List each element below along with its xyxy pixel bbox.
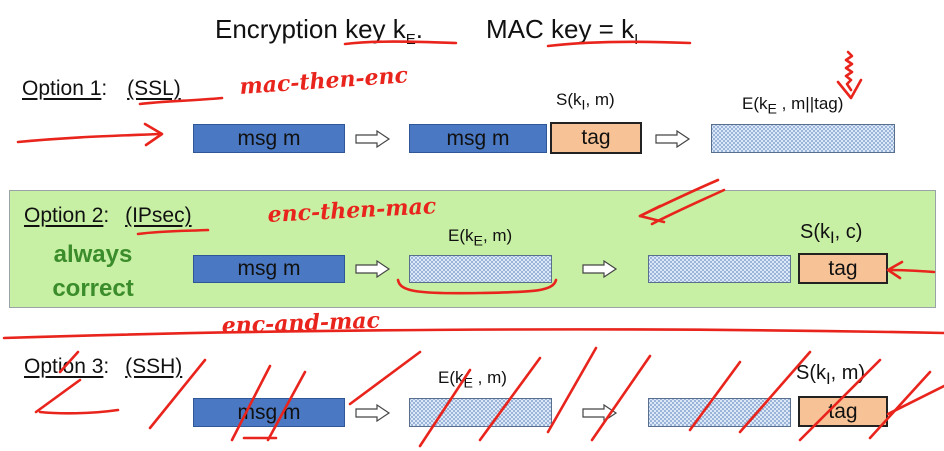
option3-enc-end: , m) [472, 368, 507, 387]
option3-colon: : [103, 355, 110, 378]
option3-msg-text: msg m [237, 400, 301, 424]
encryption-key-end: . [415, 14, 423, 44]
option3-msg-box: msg m [193, 398, 345, 427]
option1-enc-sub: E [767, 101, 777, 118]
correct-text: correct [52, 275, 134, 302]
option3-label-text: Option 3 [24, 355, 104, 378]
mac-key-title: MAC key = kI [486, 14, 638, 48]
option1-tag-text: tag [581, 126, 611, 149]
option2-sig-sub: I [830, 228, 835, 247]
option2-enc-sub: E [473, 233, 483, 250]
option1-arrow-1 [355, 130, 391, 148]
always-correct-badge: always correct [30, 238, 156, 306]
option3-sig-end: , m) [830, 362, 866, 384]
option3-scheme: (SSH) [125, 355, 183, 378]
option2-tag-box: tag [798, 253, 888, 284]
option3-sig-formula: S(kI, m) [796, 362, 865, 389]
encryption-key-text: Encryption key k [215, 14, 406, 44]
option2-sig-formula: S(kI, c) [800, 221, 862, 248]
mac-key-subscript: I [634, 31, 639, 49]
option1-input-arrow [16, 132, 162, 144]
option3-enc-sub: E [463, 375, 473, 392]
option2-label-text: Option 2 [24, 204, 104, 227]
option1-label: Option 1: (SSL) [22, 77, 181, 101]
annotation-enc-and-mac: enc-and-mac [221, 307, 381, 339]
option1-enc-end: , m||tag) [776, 94, 844, 113]
option1-msg-text-2: msg m [446, 126, 510, 150]
option2-enc-formula: E(kE, m) [448, 226, 512, 249]
option3-sig-text: S(k [796, 362, 826, 384]
option2-sig-end: , c) [834, 221, 863, 243]
option3-encrypted-box [409, 398, 552, 427]
encryption-key-subscript: E [405, 31, 416, 49]
option3-tag-box: tag [798, 396, 888, 427]
option2-scheme: (IPsec) [125, 204, 192, 227]
option1-tag-box: tag [550, 122, 642, 154]
option2-tag-text: tag [828, 256, 858, 280]
option1-msg-box-2: msg m [409, 124, 547, 153]
option3-arrow-1 [355, 404, 391, 422]
option1-msg-box: msg m [193, 124, 345, 153]
option1-encrypted-box [711, 124, 895, 153]
encryption-key-title: Encryption key kE. [215, 14, 423, 48]
option1-label-text: Option 1 [22, 77, 102, 100]
option1-sig-formula: S(kI, m) [556, 90, 615, 113]
annotation-mac-then-enc: mac-then-enc [239, 62, 410, 100]
option1-colon: : [101, 77, 108, 100]
option2-msg-box: msg m [193, 255, 345, 283]
cross-out-strokes [34, 378, 82, 414]
option2-encrypted-box [409, 255, 552, 283]
option3-enc-text: E(k [438, 368, 464, 387]
separator-line [2, 328, 944, 340]
option1-sig-text: S(k [556, 90, 582, 109]
option1-sig-sub: I [581, 97, 586, 114]
option1-enc-text: E(k [742, 94, 768, 113]
option2-arrow-1 [355, 260, 391, 278]
option1-sig-end: , m) [585, 90, 615, 109]
option2-msg-text: msg m [237, 257, 301, 280]
option3-arrow-2 [582, 404, 618, 422]
option3-tag-text: tag [828, 399, 858, 423]
always-text: always [53, 241, 133, 268]
option2-enc-end: , m) [482, 226, 513, 245]
option2-enc-text: E(k [448, 226, 474, 245]
option3-label: Option 3: (SSH) [24, 355, 182, 379]
option2-colon: : [103, 204, 110, 227]
option2-arrow-2 [582, 260, 618, 278]
squiggle-arrow-icon [844, 50, 854, 92]
option2-sig-text: S(k [800, 221, 830, 243]
mac-key-text: MAC key = k [486, 14, 635, 44]
option2-ciphertext-box [648, 255, 791, 283]
option1-msg-text: msg m [237, 126, 301, 150]
option1-scheme: (SSL) [127, 77, 181, 100]
option2-label: Option 2: (IPsec) [24, 204, 192, 228]
option1-enc-formula: E(kE , m||tag) [742, 94, 843, 117]
option1-arrow-2 [655, 130, 691, 148]
option3-ciphertext-box [648, 398, 791, 427]
option3-enc-formula: E(kE , m) [438, 368, 507, 391]
